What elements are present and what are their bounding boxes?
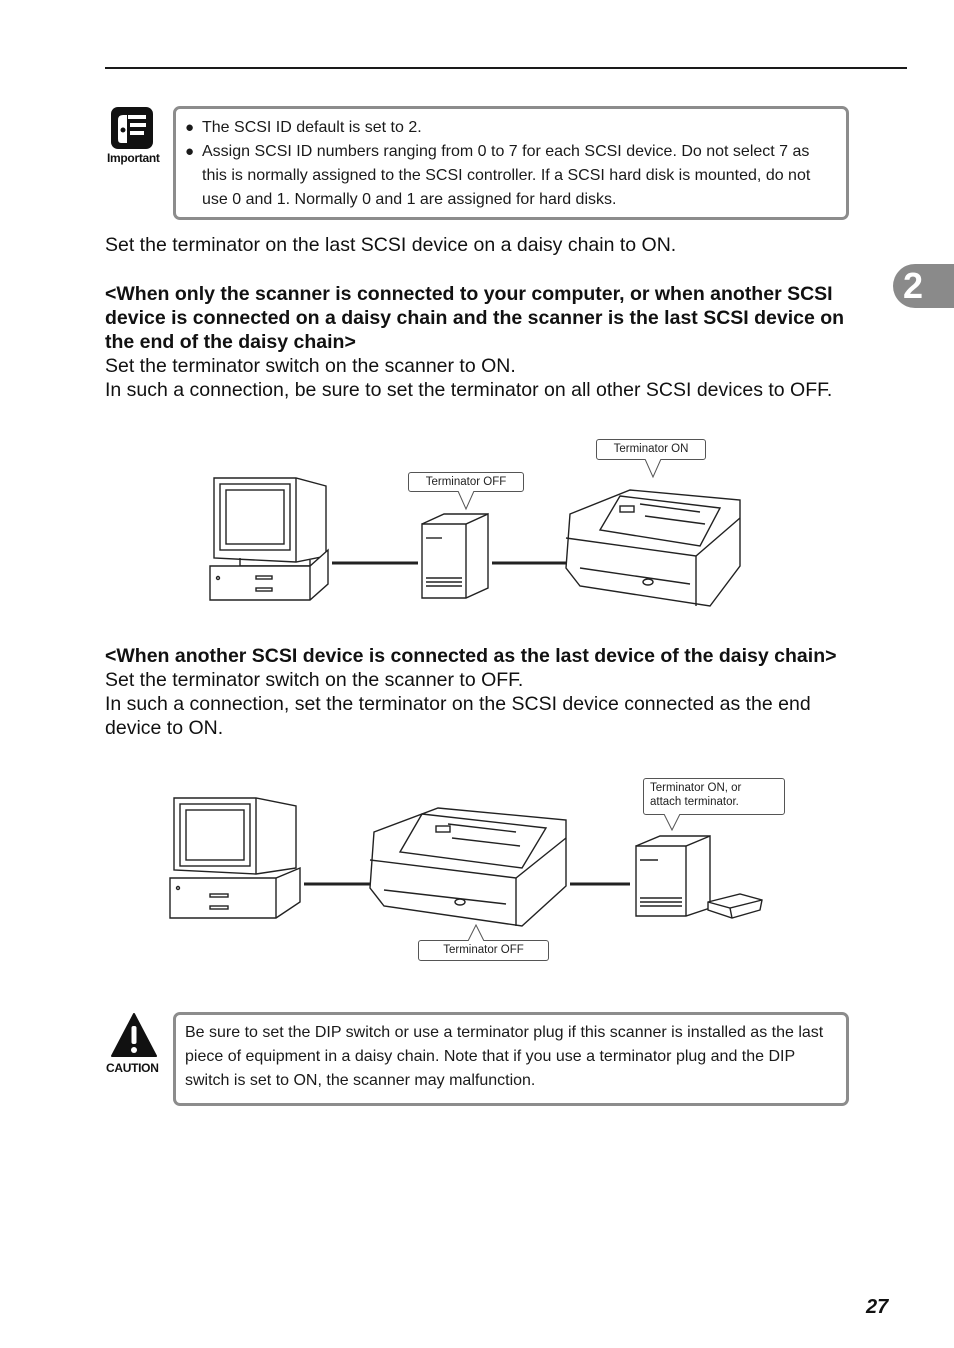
important-bullet: ●The SCSI ID default is set to 2.	[185, 119, 422, 136]
intro-text: Set the terminator on the last SCSI devi…	[105, 234, 677, 256]
section2-heading: <When another SCSI device is connected a…	[105, 645, 837, 667]
scanner-illustration	[565, 489, 741, 607]
computer-illustration	[209, 477, 329, 601]
callout-terminator-on-or-attach: Terminator ON, or attach terminator.	[643, 778, 785, 815]
callout-pointer	[467, 923, 485, 941]
callout-pointer	[644, 459, 662, 479]
callout-terminator-off-2: Terminator OFF	[418, 940, 549, 961]
diagram-scanner-last	[209, 477, 741, 607]
chapter-tab: 2	[893, 264, 954, 308]
caution-icon	[111, 1013, 157, 1057]
important-bullet: ●Assign SCSI ID numbers ranging from 0 t…	[185, 143, 811, 208]
callout-pointer	[663, 814, 681, 832]
callout-terminator-on: Terminator ON	[596, 439, 706, 460]
terminator-plug-illustration	[707, 893, 763, 919]
important-label: Important	[107, 151, 160, 165]
diagram-device-last	[169, 797, 763, 927]
computer-illustration	[169, 797, 301, 919]
important-note: ●The SCSI ID default is set to 2. ●Assig…	[173, 106, 849, 220]
page-number: 27	[866, 1296, 889, 1318]
important-icon	[111, 107, 153, 149]
callout-terminator-off: Terminator OFF	[408, 472, 524, 492]
section1-text: <When only the scanner is connected to y…	[105, 282, 865, 402]
scsi-device-illustration	[635, 834, 711, 917]
caution-note: Be sure to set the DIP switch or use a t…	[173, 1012, 849, 1106]
scanner-illustration	[369, 807, 567, 927]
section1-heading: <When only the scanner is connected to y…	[105, 283, 845, 353]
caution-label: CAUTION	[106, 1061, 159, 1075]
scsi-device-illustration	[421, 512, 489, 599]
callout-pointer	[457, 491, 475, 511]
header-rule	[105, 67, 907, 69]
section2-text: <When another SCSI device is connected a…	[105, 644, 865, 740]
